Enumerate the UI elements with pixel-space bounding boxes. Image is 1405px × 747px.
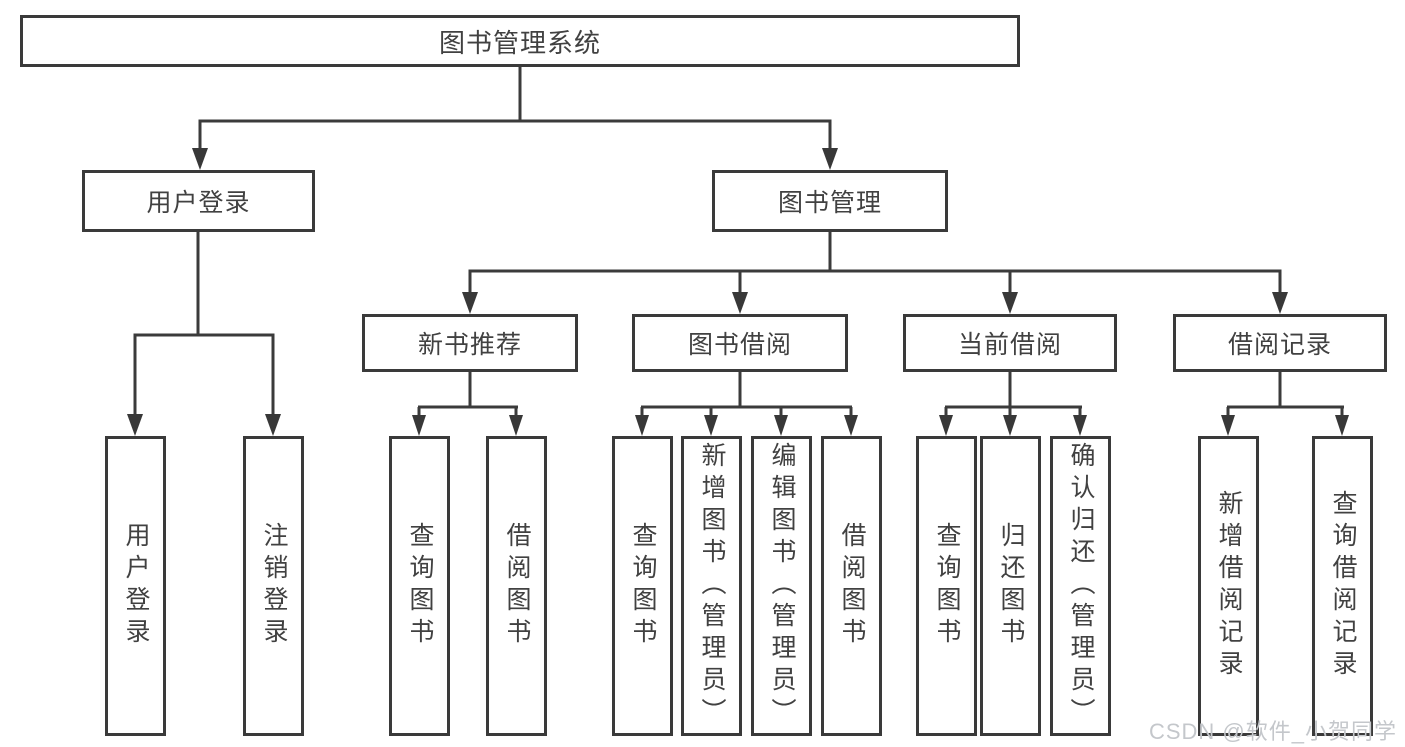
node-borrowing-records: 借阅记录 bbox=[1173, 314, 1387, 372]
node-label: 当前借阅 bbox=[957, 331, 1062, 359]
node-label: 新书推荐 bbox=[417, 331, 522, 359]
leaf-label: 新增图书（管理员） bbox=[698, 442, 726, 730]
leaf-label: 查询图书 bbox=[933, 522, 961, 650]
leaf-logout: 注销登录 bbox=[243, 436, 304, 736]
leaf-label: 编辑图书（管理员） bbox=[768, 442, 796, 730]
node-book-borrowing: 图书借阅 bbox=[632, 314, 848, 372]
leaf-label: 查询图书 bbox=[629, 522, 657, 650]
node-label: 图书借阅 bbox=[687, 331, 792, 359]
leaf-add-borrow-record: 新增借阅记录 bbox=[1198, 436, 1259, 736]
node-user-login: 用户登录 bbox=[82, 170, 315, 232]
leaf-label: 查询借阅记录 bbox=[1329, 490, 1357, 682]
leaf-query-books-recommend: 查询图书 bbox=[389, 436, 450, 736]
leaf-label: 确认归还（管理员） bbox=[1067, 442, 1095, 730]
node-library-system: 图书管理系统 bbox=[20, 15, 1020, 67]
leaf-label: 查询图书 bbox=[406, 522, 434, 650]
leaf-borrow-books-recommend: 借阅图书 bbox=[486, 436, 547, 736]
leaf-edit-book-admin: 编辑图书（管理员） bbox=[751, 436, 812, 736]
node-label: 图书管理 bbox=[777, 189, 882, 217]
leaf-label: 新增借阅记录 bbox=[1215, 490, 1243, 682]
node-book-management: 图书管理 bbox=[712, 170, 948, 232]
leaf-label: 借阅图书 bbox=[503, 522, 531, 650]
leaf-add-book-admin: 新增图书（管理员） bbox=[681, 436, 742, 736]
node-label: 借阅记录 bbox=[1227, 331, 1332, 359]
node-new-book-recommend: 新书推荐 bbox=[362, 314, 578, 372]
leaf-borrow-books-borrowing: 借阅图书 bbox=[821, 436, 882, 736]
leaf-label: 借阅图书 bbox=[838, 522, 866, 650]
csdn-watermark: CSDN @软件_小贺同学 bbox=[1148, 719, 1397, 744]
leaf-return-book: 归还图书 bbox=[980, 436, 1041, 736]
leaf-query-books-borrowing: 查询图书 bbox=[612, 436, 673, 736]
node-label: 用户登录 bbox=[146, 189, 251, 217]
leaf-label: 归还图书 bbox=[997, 522, 1025, 650]
leaf-label: 注销登录 bbox=[260, 522, 288, 650]
leaf-label: 用户登录 bbox=[122, 522, 150, 650]
leaf-confirm-return-admin: 确认归还（管理员） bbox=[1050, 436, 1111, 736]
leaf-query-borrow-record: 查询借阅记录 bbox=[1312, 436, 1373, 736]
node-label: 图书管理系统 bbox=[438, 27, 601, 58]
leaf-user-login: 用户登录 bbox=[105, 436, 166, 736]
node-current-borrowing: 当前借阅 bbox=[903, 314, 1117, 372]
leaf-query-books-current: 查询图书 bbox=[916, 436, 977, 736]
